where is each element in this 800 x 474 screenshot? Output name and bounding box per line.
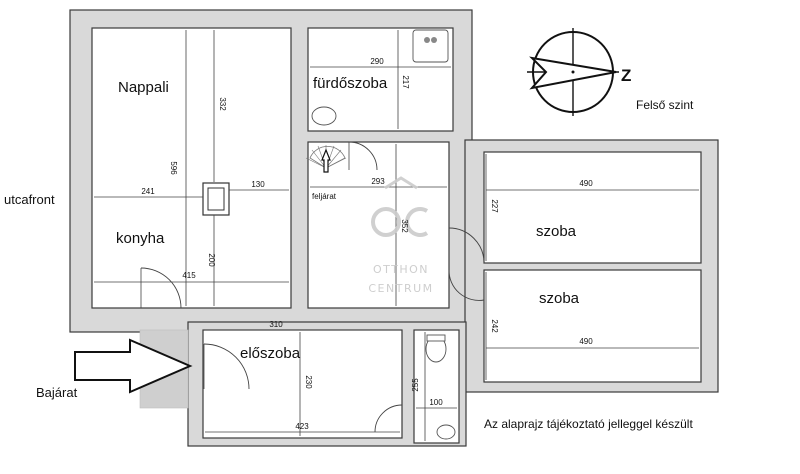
- dim-490-a: 490: [579, 179, 593, 188]
- label-szoba-1: szoba: [536, 223, 577, 240]
- dim-230: 230: [304, 375, 313, 389]
- watermark-o: [371, 207, 401, 237]
- room-szoba-1: [483, 151, 702, 264]
- side-labels: feljárat utcafront Bajárat Felső szint Z…: [4, 66, 694, 431]
- watermark: OTTHON CENTRUM: [368, 176, 433, 295]
- dim-242: 242: [490, 319, 499, 333]
- dim-241: 241: [141, 187, 155, 196]
- label-furdoszoba: fürdőszoba: [313, 75, 388, 92]
- label-eloszoba: előszoba: [240, 345, 301, 362]
- wc-basin-icon: [436, 424, 456, 440]
- basin-icon: [311, 106, 337, 126]
- dim-217: 217: [401, 75, 410, 89]
- dim-227: 227: [490, 199, 499, 213]
- rooms: [91, 27, 702, 444]
- fixtures: [311, 29, 456, 440]
- dim-293: 293: [371, 177, 385, 186]
- label-bajarat: Bajárat: [36, 385, 78, 400]
- dim-596: 596: [169, 161, 178, 175]
- door-arc-eloszoba: [203, 343, 250, 390]
- door-arc-szoba1: [448, 227, 485, 264]
- label-disclaimer: Az alaprajz tájékoztató jelleggel készül…: [484, 417, 693, 431]
- label-konyha: konyha: [116, 230, 165, 247]
- room-eloszoba: [202, 329, 403, 439]
- label-nappali: Nappali: [118, 79, 169, 96]
- dim-490-b: 490: [579, 337, 593, 346]
- watermark-c: [405, 207, 429, 237]
- label-szoba-2: szoba: [539, 290, 580, 307]
- door-arc-hall: [348, 141, 378, 171]
- room-szoba-2: [483, 269, 702, 383]
- entrance-arrow-icon: [74, 338, 193, 394]
- compass-letter: Z: [621, 66, 631, 85]
- label-feljarat: feljárat: [312, 192, 337, 201]
- dim-290: 290: [370, 57, 384, 66]
- room-nappali-konyha: [91, 27, 292, 309]
- door-arc-szoba2: [448, 269, 485, 301]
- room-stair-hall: [307, 141, 450, 309]
- chimney: [202, 182, 230, 216]
- door-arc-konyha: [140, 267, 182, 309]
- dim-200: 200: [207, 253, 216, 267]
- dim-352: 352: [400, 219, 409, 233]
- dim-310: 310: [269, 320, 283, 329]
- room-labels: Nappali fürdőszoba konyha előszoba szoba…: [116, 75, 580, 362]
- watermark-line2: CENTRUM: [368, 282, 433, 295]
- dimension-labels: 332 596 241 130 200 415 290 217 293 352 …: [141, 57, 593, 431]
- dim-100: 100: [429, 398, 443, 407]
- watermark-line1: OTTHON: [373, 263, 429, 276]
- doors: [140, 141, 485, 433]
- dim-130: 130: [251, 180, 265, 189]
- dimension-lines: [94, 30, 699, 441]
- label-felso-szint: Felső szint: [636, 98, 694, 112]
- stair-fan: [305, 145, 347, 173]
- dim-255: 255: [411, 378, 420, 392]
- compass-icon: [527, 28, 619, 116]
- sink-icon: [412, 29, 449, 63]
- stair-up-arrow-icon: [321, 148, 331, 173]
- door-arc-wc: [374, 404, 403, 433]
- dim-332: 332: [218, 97, 227, 111]
- dim-415: 415: [182, 271, 196, 280]
- label-utcafront: utcafront: [4, 192, 55, 207]
- dim-423: 423: [295, 422, 309, 431]
